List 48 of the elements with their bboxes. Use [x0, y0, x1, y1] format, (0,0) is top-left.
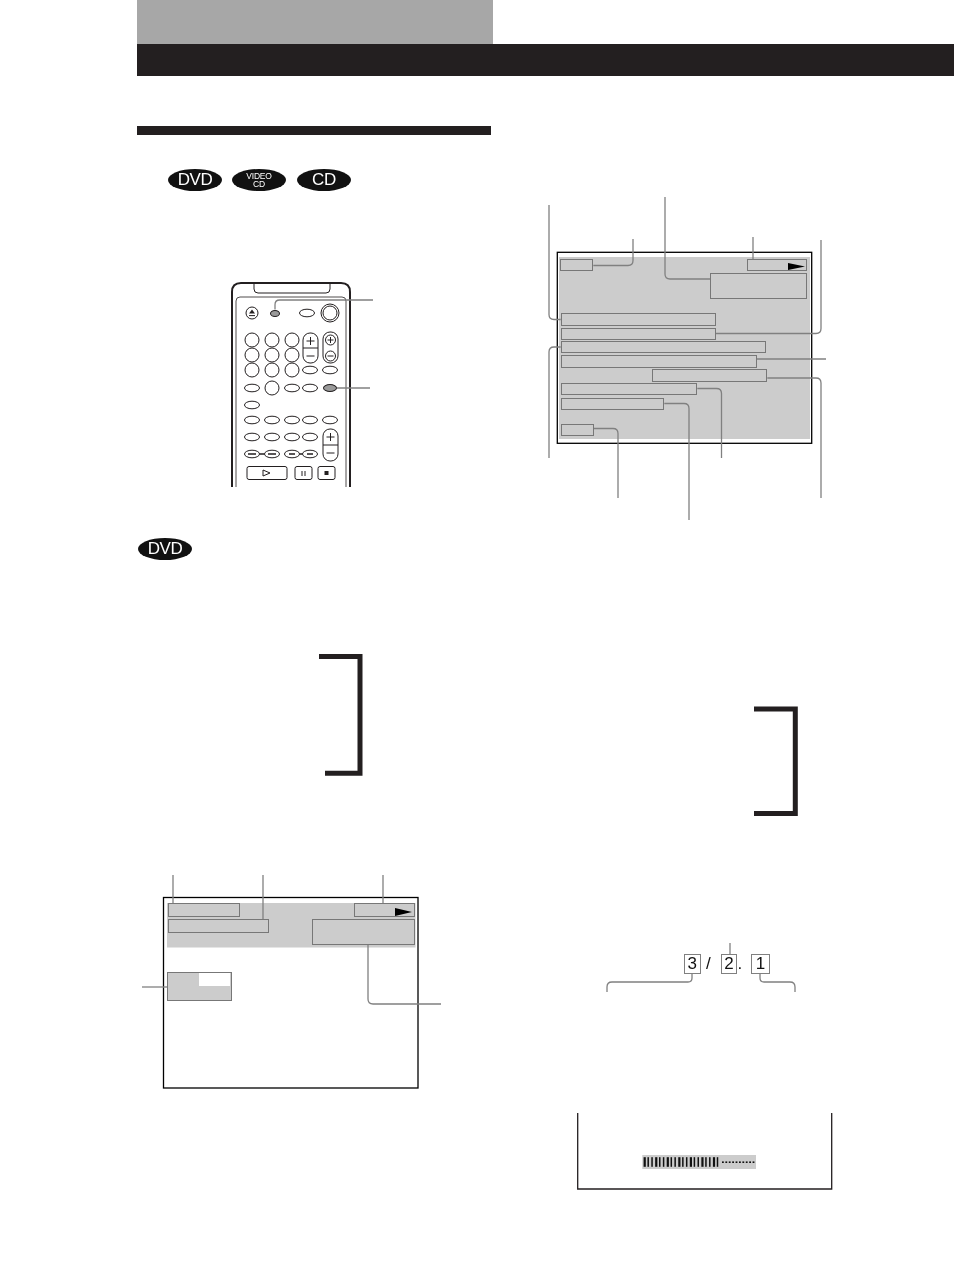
display-box [168, 919, 269, 933]
play-status-box [746, 259, 807, 271]
leader-line [715, 239, 822, 335]
display-box [167, 972, 232, 1001]
disc-type-badge: DVD [168, 169, 222, 191]
leader-line [696, 387, 723, 459]
leader-line [548, 346, 562, 459]
channel-number-box: 1 [751, 954, 770, 974]
leader-line [367, 944, 442, 1005]
play-status-box [354, 903, 415, 917]
leader-line [336, 387, 371, 389]
leader-line [756, 358, 827, 360]
decimal-point: . [737, 954, 743, 974]
display-box [560, 424, 594, 436]
disc-type-badge: VIDEO CD [232, 169, 286, 191]
channel-number-box: 3 [684, 954, 701, 974]
leader-line [382, 874, 384, 904]
remote-button [270, 309, 280, 317]
leader-line [548, 204, 562, 321]
display-box [710, 273, 807, 300]
display-box [560, 383, 698, 395]
leader-line [664, 196, 711, 280]
leader-line [172, 874, 174, 904]
leader-line [274, 299, 374, 311]
display-box [560, 398, 665, 410]
display-box [560, 313, 716, 326]
leader-line [592, 238, 634, 267]
leader-line [606, 973, 693, 993]
display-box [651, 369, 768, 382]
disc-type-badge: DVD [138, 538, 192, 560]
disc-type-badge: CD [297, 169, 351, 191]
leader-line [752, 236, 754, 260]
remote-button [323, 384, 337, 392]
display-box [560, 328, 716, 341]
display-box [560, 355, 757, 368]
leader-line [729, 942, 731, 955]
display-box [560, 259, 594, 271]
leader-line [141, 986, 168, 988]
leader-line [759, 973, 796, 993]
leader-line [262, 874, 264, 920]
display-box [312, 919, 415, 945]
display-box [168, 903, 240, 917]
channel-number-box: 2 [721, 954, 737, 974]
display-box [560, 341, 766, 354]
leader-line [766, 377, 822, 499]
slash-separator: / [706, 954, 711, 974]
leader-line [663, 402, 690, 521]
leader-line [593, 427, 619, 499]
